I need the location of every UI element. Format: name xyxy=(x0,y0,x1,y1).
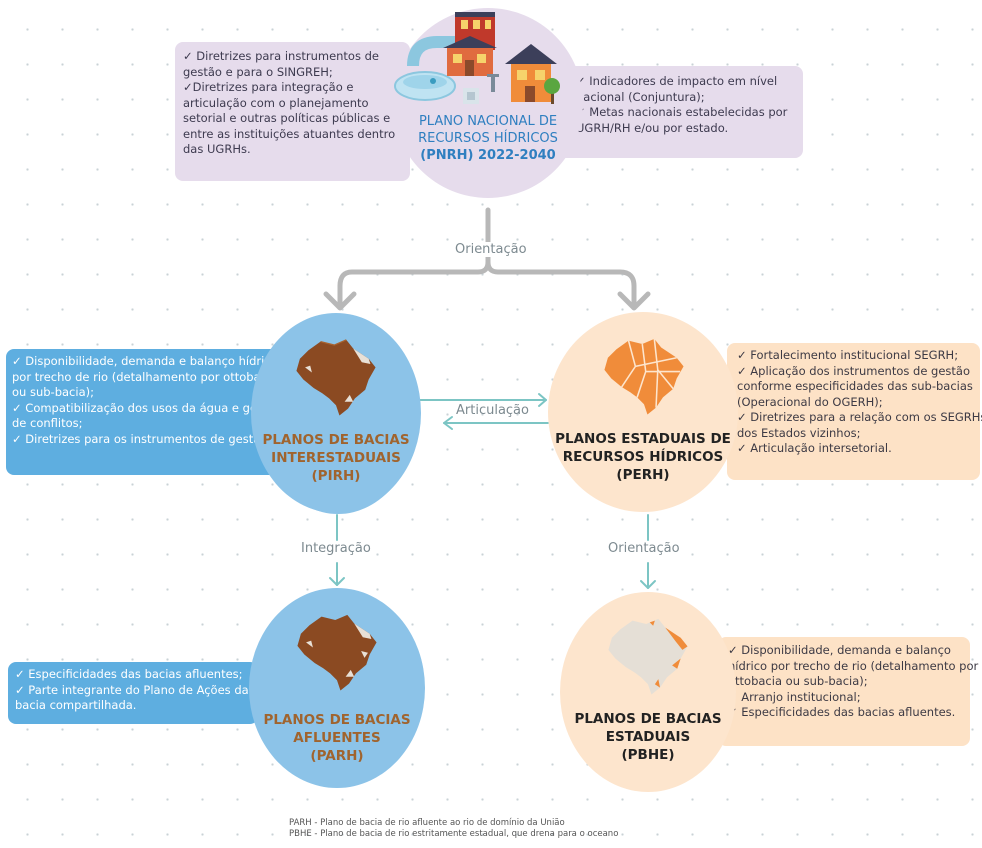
orientation-split-arrow xyxy=(323,207,651,311)
pbhe-circle: PLANOS DE BACIAS ESTADUAIS (PBHE) xyxy=(560,592,736,792)
pirh-title: PLANOS DE BACIAS INTERESTADUAIS (PIRH) xyxy=(262,432,410,484)
articulation-label: Articulação xyxy=(456,403,529,418)
perh-title: PLANOS ESTADUAIS DE RECURSOS HÍDRICOS (P… xyxy=(555,431,731,483)
water-infrastructure-illustration xyxy=(394,12,560,104)
orientation-down-arrow xyxy=(640,514,656,589)
footnote-parh: PARH - Plano de bacia de rio afluente ao… xyxy=(289,818,565,828)
brazil-map-icon xyxy=(604,338,684,415)
parh-box: ✓ Especificidades das bacias afluentes; … xyxy=(8,662,258,724)
integration-arrow xyxy=(329,514,345,586)
pbhe-title: PLANOS DE BACIAS ESTADUAIS (PBHE) xyxy=(574,711,722,763)
brazil-map-icon xyxy=(296,339,376,416)
footnote-pbhe: PBHE - Plano de bacia de rio estritament… xyxy=(289,829,619,839)
pirh-box: ✓ Disponibilidade, demanda e balanço híd… xyxy=(6,349,296,475)
brazil-map-icon xyxy=(608,618,688,695)
parh-title: PLANOS DE BACIAS AFLUENTES (PARH) xyxy=(263,712,411,764)
pnrh-left-box: ✓ Diretrizes para instrumentos de gestão… xyxy=(175,42,410,181)
perh-box: ✓ Fortalecimento institucional SEGRH; ✓ … xyxy=(727,343,982,480)
articulation-arrows xyxy=(413,393,549,430)
pnrh-title: PLANO NACIONAL DE RECURSOS HÍDRICOS (PNR… xyxy=(418,114,558,163)
orientation-label-right: Orientação xyxy=(604,541,684,556)
pnrh-circle: PLANO NACIONAL DE RECURSOS HÍDRICOS (PNR… xyxy=(393,8,583,198)
perh-circle: PLANOS ESTADUAIS DE RECURSOS HÍDRICOS (P… xyxy=(548,312,738,512)
pnrh-right-box: ✓ Indicadores de impacto em nível nacion… xyxy=(556,66,803,158)
pirh-circle-shape: PLANOS DE BACIAS INTERESTADUAIS (PIRH) xyxy=(251,313,421,513)
brazil-map-icon xyxy=(297,614,377,691)
integration-label: Integração xyxy=(297,541,375,556)
footnotes: PARH - Plano de bacia de rio afluente ao… xyxy=(289,818,618,840)
parh-circle: PLANOS DE BACIAS AFLUENTES (PARH) xyxy=(249,588,425,788)
pbhe-box: ✓ Disponibilidade, demanda e balanço híd… xyxy=(718,637,978,746)
orientation-label-top: Orientação xyxy=(451,242,531,257)
